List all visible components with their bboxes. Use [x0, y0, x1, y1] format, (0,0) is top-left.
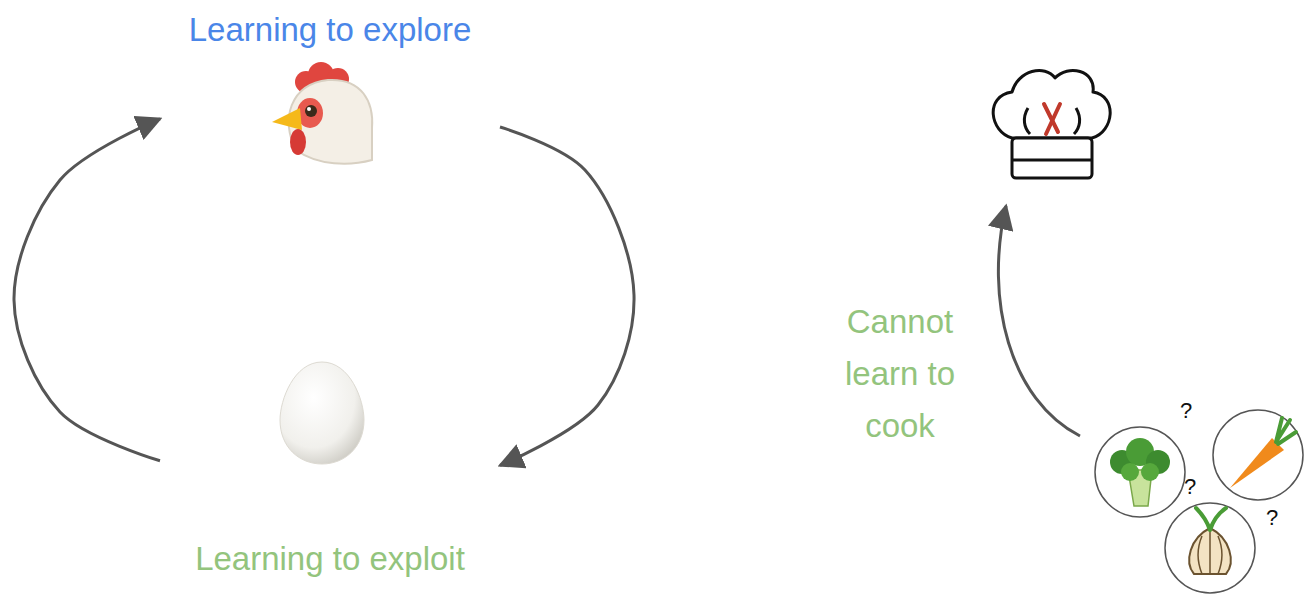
question-mark: ? [1262, 505, 1282, 531]
cycle-arrow [500, 127, 634, 465]
carrot-leaves [1276, 418, 1296, 444]
node-label: Learning to explore [189, 10, 472, 50]
curved-arrow [998, 206, 1080, 436]
concept-node: Learning to explore [160, 0, 500, 165]
chef-hat-fold [1024, 108, 1030, 134]
broccoli-icon [1095, 427, 1185, 517]
chicken-wattle [290, 129, 306, 155]
chicken-beak [272, 108, 302, 130]
ingredient-circle [1213, 410, 1303, 500]
concept-node: Learning to exploit [160, 355, 500, 585]
edge-note: Cannot learn to cook [825, 296, 975, 452]
onion-icon [1165, 503, 1255, 593]
onion-bulb [1189, 528, 1231, 574]
onion-sprout [1196, 508, 1226, 530]
broccoli-floret [1141, 463, 1159, 481]
cross-mark [1046, 104, 1060, 134]
chicken-eye-glint [307, 107, 311, 111]
chicken-icon [272, 62, 372, 164]
chicken-eye [305, 105, 317, 117]
cycle-arrow [14, 119, 160, 461]
chef-hat-icon [993, 70, 1110, 178]
carrot-icon [1213, 410, 1303, 500]
chef-hat-top [993, 70, 1110, 138]
chef-hat-band [1012, 138, 1092, 178]
ingredient-circle [1095, 427, 1185, 517]
ingredient-circle [1165, 503, 1255, 593]
carrot-root [1230, 438, 1284, 488]
question-mark: ? [1176, 398, 1196, 424]
chef-hat-fold [1074, 108, 1080, 134]
question-mark: ? [1180, 474, 1200, 500]
broccoli-floret [1121, 463, 1139, 481]
node-label: Learning to exploit [195, 539, 465, 579]
onion-lines [1198, 530, 1222, 574]
egg-icon [280, 362, 364, 464]
chef-hat-band-line [1012, 159, 1092, 162]
